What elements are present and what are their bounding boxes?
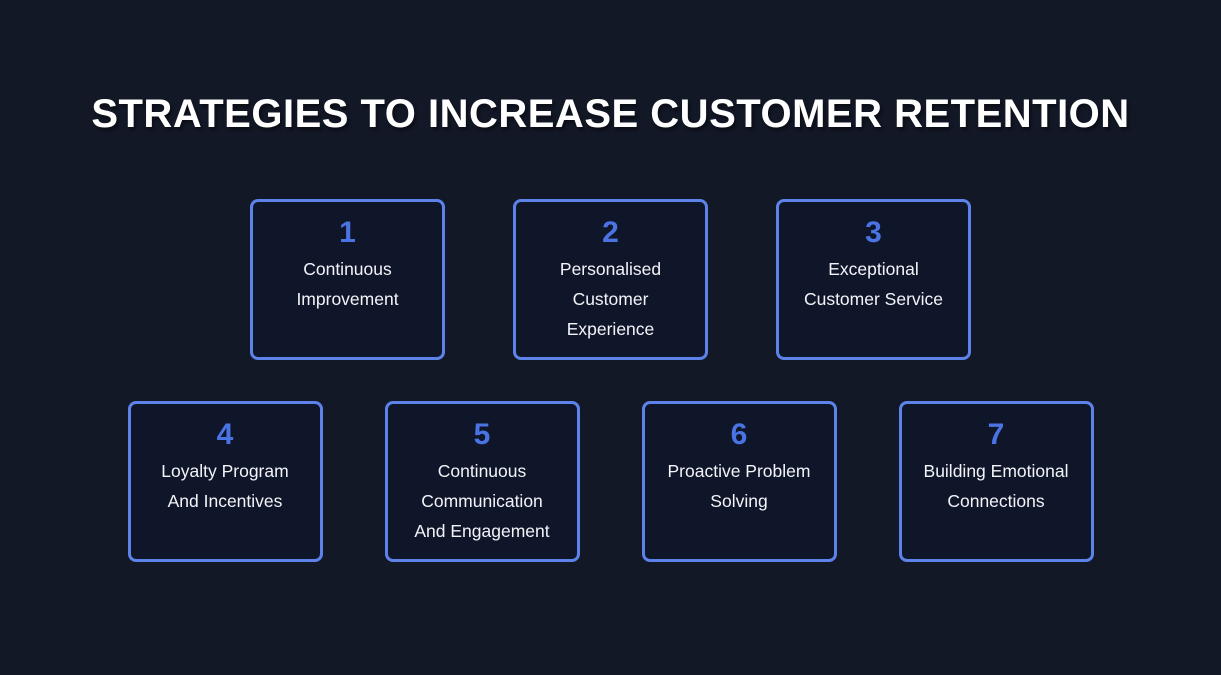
- strategy-label: Personalised Customer Experience: [559, 259, 662, 339]
- strategy-label: Loyalty Program And Incentives: [161, 461, 289, 511]
- strategy-label: Continuous Communication And Engagement: [414, 461, 550, 541]
- strategy-row-top: 1 Continuous Improvement 2 Personalised …: [0, 199, 1221, 360]
- strategy-card-6: 6 Proactive Problem Solving: [641, 401, 837, 562]
- strategy-card-1: 1 Continuous Improvement: [250, 199, 445, 360]
- strategy-card-3: 3 Exceptional Customer Service: [776, 199, 971, 360]
- strategy-label: Exceptional Customer Service: [803, 259, 944, 309]
- strategy-card-4: 4 Loyalty Program And Incentives: [127, 401, 323, 562]
- strategy-label: Building Emotional Connections: [923, 461, 1069, 511]
- strategy-card-7: 7 Building Emotional Connections: [898, 401, 1094, 562]
- strategy-row-bottom: 4 Loyalty Program And Incentives 5 Conti…: [0, 401, 1221, 562]
- strategy-number: 3: [865, 216, 882, 249]
- strategy-number: 1: [339, 216, 356, 249]
- strategy-number: 6: [730, 418, 748, 451]
- strategy-number: 4: [216, 418, 234, 451]
- strategy-card-5: 5 Continuous Communication And Engagemen…: [384, 401, 580, 562]
- strategy-label: Proactive Problem Solving: [667, 461, 811, 511]
- strategy-card-2: 2 Personalised Customer Experience: [513, 199, 708, 360]
- strategy-label: Continuous Improvement: [296, 259, 399, 309]
- page-title: STRATEGIES TO INCREASE CUSTOMER RETENTIO…: [91, 92, 1130, 136]
- strategy-number: 2: [602, 216, 619, 249]
- strategy-number: 5: [473, 418, 491, 451]
- strategy-number: 7: [987, 418, 1005, 451]
